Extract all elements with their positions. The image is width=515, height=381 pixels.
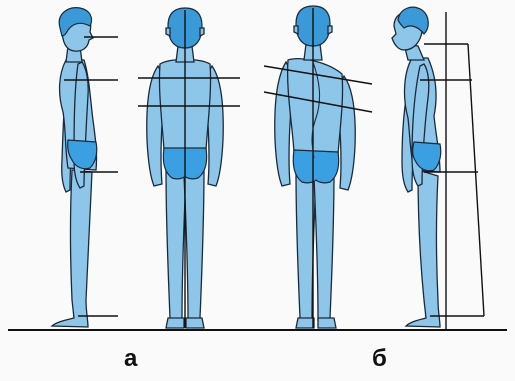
figure-normal-back	[138, 8, 240, 328]
panel-label-b: б	[372, 347, 387, 371]
figure-scoliosis-back	[264, 6, 372, 328]
panel-label-a: а	[124, 347, 137, 371]
figure-stooped-side	[392, 7, 484, 330]
figure-normal-side	[52, 8, 118, 327]
